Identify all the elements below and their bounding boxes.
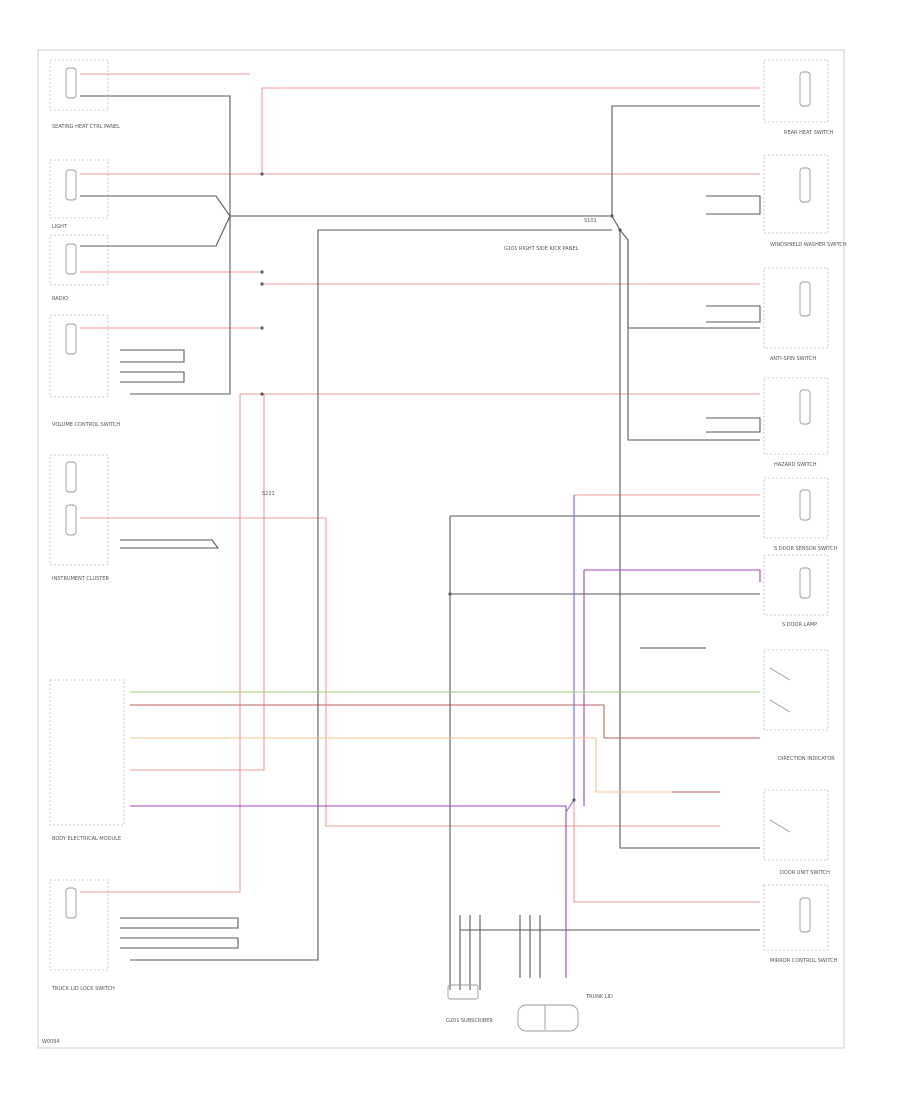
- wire-gray: [120, 937, 239, 949]
- label-body-module: BODY ELECTRICAL MODULE: [52, 836, 121, 842]
- label-left-switch-4: VOLUME CONTROL SWITCH: [52, 422, 120, 428]
- wire-violet: [130, 805, 567, 978]
- wire-gray: [130, 229, 612, 961]
- label-right-8: DOOR UNIT SWITCH: [780, 870, 830, 876]
- splice-dot: [260, 270, 264, 274]
- wire-violet: [584, 569, 761, 582]
- label-right-2: WINDSHIELD WASHER SWITCH: [770, 242, 847, 248]
- wire-darkred: [130, 704, 760, 739]
- wire-gray: [120, 539, 220, 549]
- wire-gray: [120, 371, 185, 383]
- splice-dot: [448, 592, 452, 596]
- splice-dot: [610, 214, 614, 218]
- label-right-1: REAR HEAT SWITCH: [784, 130, 834, 136]
- wires: [80, 73, 761, 990]
- wire-gray: [619, 229, 760, 329]
- wire-red: [80, 394, 241, 893]
- left-components: [49, 59, 125, 971]
- wire-gray: [459, 915, 481, 990]
- label-instrument-cluster: INSTRUMENT CLUSTER: [52, 576, 110, 582]
- splice-dot: [260, 326, 264, 330]
- label-right-5: S DOOR SENSOR SWITCH: [774, 546, 838, 552]
- wire-gray: [80, 95, 231, 395]
- diagram-frame: [37, 49, 845, 1049]
- label-bottom-part: TRUNK LID: [585, 994, 613, 1000]
- wire-gray: [611, 105, 760, 216]
- wire-gray: [230, 215, 621, 231]
- label-right-6: S DOOR LAMP: [782, 622, 817, 628]
- splice-dot: [572, 798, 576, 802]
- splice-dot: [260, 172, 264, 176]
- wire-gray: [706, 417, 761, 433]
- wire-blue: [565, 495, 575, 813]
- wire-gray: [619, 230, 760, 849]
- wire-gray: [80, 195, 231, 247]
- wire-red: [130, 394, 265, 771]
- footer-code: W0094: [42, 1039, 60, 1045]
- body-electrical-module: [49, 679, 125, 826]
- wire-gray: [706, 195, 761, 215]
- label-right-7: DIRECTION INDICATOR: [778, 756, 835, 762]
- labels: SEATING HEAT CTRL PANEL LIGHT RADIO VOLU…: [42, 124, 847, 1045]
- label-center-ground: G101 RIGHT SIDE KICK PANEL: [504, 246, 579, 252]
- label-left-switch-1: SEATING HEAT CTRL PANEL: [52, 124, 120, 130]
- wire-gray: [627, 240, 760, 441]
- label-center-splice: S101: [584, 218, 597, 224]
- wire-orange: [130, 737, 720, 793]
- splice-dot: [618, 228, 622, 232]
- label-bottom-ground: G201 SUBSCRIBER: [446, 1018, 493, 1024]
- bottom-components: [447, 984, 579, 1032]
- splice-dot: [260, 282, 264, 286]
- wire-red: [573, 495, 760, 903]
- wire-red: [80, 517, 720, 827]
- wire-gray: [706, 305, 761, 323]
- label-left-switch-3: RADIO: [52, 296, 68, 302]
- label-right-9: MIRROR CONTROL SWITCH: [770, 958, 838, 964]
- label-right-4: HAZARD SWITCH: [774, 462, 817, 468]
- wire-red: [261, 87, 760, 174]
- wire-gray: [120, 917, 239, 929]
- label-left-splice: S221: [262, 491, 275, 497]
- label-trunk-lid-switch: TRUCK LID LOCK SWITCH: [51, 986, 115, 992]
- splice-dot: [260, 392, 264, 396]
- right-components: [763, 59, 829, 951]
- wire-gray: [120, 349, 185, 363]
- wire-gray: [519, 915, 541, 978]
- label-left-switch-2: LIGHT: [52, 224, 68, 230]
- label-right-3: ANTI-SPIN SWITCH: [770, 356, 816, 362]
